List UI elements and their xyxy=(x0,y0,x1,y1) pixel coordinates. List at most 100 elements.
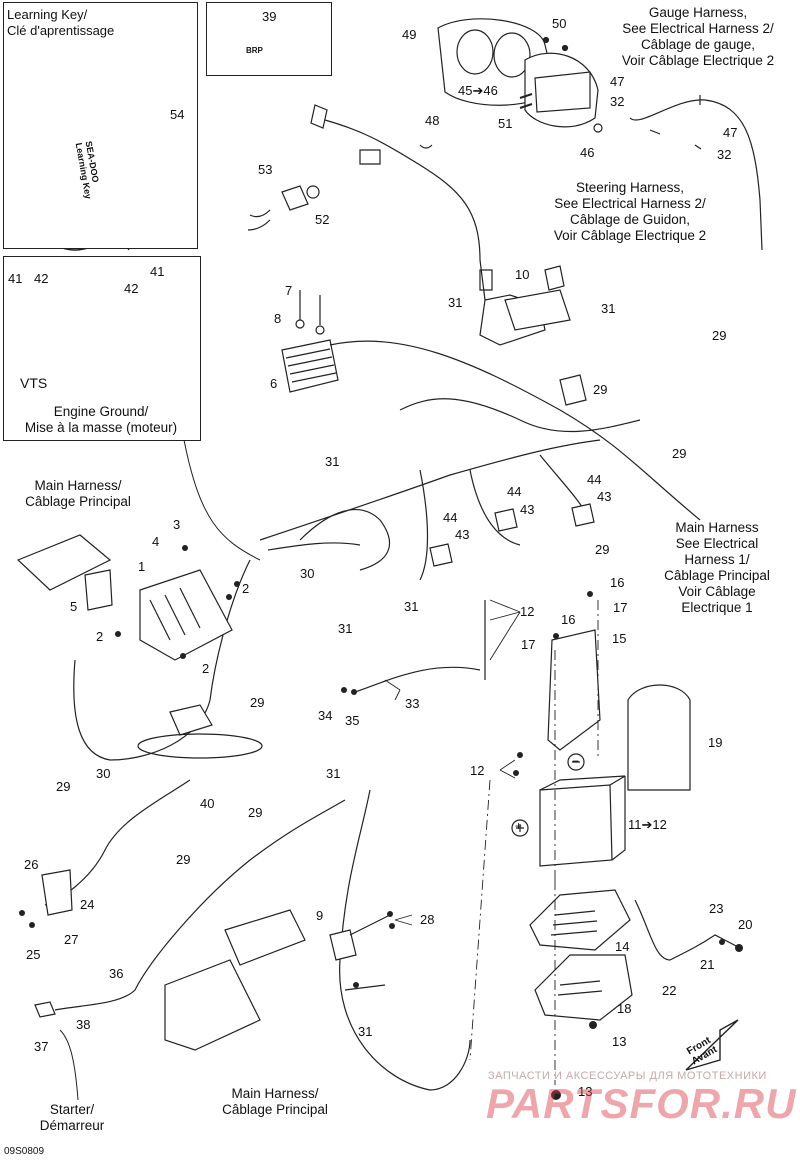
callout-2: 2 xyxy=(96,629,104,644)
callout-29: 29 xyxy=(672,446,687,461)
callout-23: 23 xyxy=(709,901,724,916)
callout-31: 31 xyxy=(448,295,463,310)
callout-39: 39 xyxy=(262,9,277,24)
callout-38: 38 xyxy=(76,1017,91,1032)
callout-20: 20 xyxy=(738,917,753,932)
watermark-logo: PARTSFOR.RU xyxy=(486,1080,797,1127)
callout-28: 28 xyxy=(420,912,435,927)
callout-29: 29 xyxy=(712,328,727,343)
grease-tube-label: BRP xyxy=(246,46,263,55)
learning-key-title: Learning Key/ Clé d'aprentissage xyxy=(7,7,114,39)
callout-29: 29 xyxy=(56,779,71,794)
gauge-harness-wire xyxy=(629,99,763,251)
main-harness-top-line2: Câblage Principal xyxy=(25,494,131,509)
callout-26: 26 xyxy=(24,857,39,872)
callout-29: 29 xyxy=(593,382,608,397)
callout-50: 50 xyxy=(552,16,567,31)
battery-base-illustration xyxy=(534,954,633,1021)
callout-35: 35 xyxy=(345,713,360,728)
callout-45: 45➔46 xyxy=(458,83,498,98)
steering-harness-line2: See Electrical Harness 2/ xyxy=(554,196,706,211)
callout-49: 49 xyxy=(402,27,417,42)
callout-29: 29 xyxy=(248,805,263,820)
main-harness-top-caption: Main Harness/ Câblage Principal xyxy=(8,478,148,510)
callout-11: 11➔12 xyxy=(628,817,667,832)
gauge-harness-line4: Voir Câblage Electrique 2 xyxy=(621,53,775,68)
callout-1: 1 xyxy=(138,559,146,574)
gauge-harness-line3: Câblage de gauge, xyxy=(640,37,756,52)
starter-line2: Démarreur xyxy=(39,1118,105,1133)
battery-cover-illustration xyxy=(627,684,691,791)
callout-42: 42 xyxy=(124,281,139,296)
callout-16: 16 xyxy=(561,612,576,627)
callout-46: 46 xyxy=(580,145,595,160)
callout-48: 48 xyxy=(425,113,440,128)
main-harness-right-line4: Câblage Principal xyxy=(664,568,770,583)
steering-harness-line3: Câblage de Guidon, xyxy=(569,212,691,227)
fuse-bracket-illustration xyxy=(16,534,233,661)
callout-10: 10 xyxy=(515,267,530,282)
callout-3: 3 xyxy=(173,517,181,532)
callout-24: 24 xyxy=(80,897,95,912)
callout-22: 22 xyxy=(662,983,677,998)
front-arrow xyxy=(685,1019,739,1071)
callout-34: 34 xyxy=(318,708,333,723)
callout-17: 17 xyxy=(613,600,628,615)
callout-44: 44 xyxy=(587,472,602,487)
callout-30: 30 xyxy=(96,766,111,781)
callout-16: 16 xyxy=(610,575,625,590)
main-harness-right-line3: Harness 1/ xyxy=(684,552,750,567)
callout-13: 13 xyxy=(578,1084,593,1099)
callout-43: 43 xyxy=(520,502,535,517)
callout-31: 31 xyxy=(601,301,616,316)
callout-32: 32 xyxy=(610,94,625,109)
callout-14: 14 xyxy=(615,939,630,954)
gauge-harness-line1: Gauge Harness, xyxy=(648,5,748,20)
relay-block-illustration xyxy=(479,265,587,406)
gauge-harness-line2: See Electrical Harness 2/ xyxy=(622,21,774,36)
main-harness-right-line1: Main Harness xyxy=(675,520,759,535)
battery-positive-mark: + xyxy=(515,819,523,833)
learning-key-title-line1: Learning Key/ xyxy=(7,7,88,22)
callout-41: 41 xyxy=(8,271,23,286)
engine-ground-caption: Engine Ground/ Mise à la masse (moteur) xyxy=(8,404,194,436)
callout-43: 43 xyxy=(597,489,612,504)
callout-19: 19 xyxy=(708,735,723,750)
callout-15: 15 xyxy=(612,631,627,646)
battery-negative-mark: − xyxy=(572,754,580,768)
main-harness-right-line2: See Electrical xyxy=(675,536,759,551)
steering-harness-line1: Steering Harness, xyxy=(575,180,685,195)
vts-label: VTS xyxy=(20,375,48,391)
callout-51: 51 xyxy=(498,116,513,131)
callout-8: 8 xyxy=(274,311,282,326)
callout-29: 29 xyxy=(250,695,265,710)
gauge-cluster-illustration xyxy=(437,18,603,133)
callout-47: 47 xyxy=(723,125,738,140)
callout-42: 42 xyxy=(34,271,49,286)
callout-13: 13 xyxy=(612,1034,627,1049)
callout-9: 9 xyxy=(316,908,324,923)
callout-31: 31 xyxy=(358,1024,373,1039)
callout-33: 33 xyxy=(405,696,420,711)
callout-43: 43 xyxy=(455,527,470,542)
main-harness-bottom-caption: Main Harness/ Câblage Principal xyxy=(200,1086,350,1118)
watermark-subtitle: ЗАПЧАСТИ И АКСЕССУАРЫ ДЛЯ МОТОТЕХНИКИ xyxy=(488,1070,767,1082)
callout-52: 52 xyxy=(315,212,330,227)
callout-31: 31 xyxy=(325,454,340,469)
callout-44: 44 xyxy=(507,484,522,499)
callout-53: 53 xyxy=(258,162,273,177)
callout-31: 31 xyxy=(338,621,353,636)
callout-30: 30 xyxy=(300,566,315,581)
callout-41: 41 xyxy=(150,264,165,279)
voltage-regulator-illustration xyxy=(281,290,339,393)
callout-29: 29 xyxy=(176,852,191,867)
starter-caption: Starter/ Démarreur xyxy=(22,1102,122,1134)
engine-ground-inset xyxy=(3,256,201,441)
main-harness-bottom-line1: Main Harness/ xyxy=(231,1086,319,1101)
gauge-harness-caption: Gauge Harness, See Electrical Harness 2/… xyxy=(598,5,798,69)
battery-bracket-illustration xyxy=(547,629,601,751)
callout-4: 4 xyxy=(152,534,160,549)
callout-18: 18 xyxy=(617,1001,632,1016)
callout-27: 27 xyxy=(64,932,79,947)
steering-harness-wire xyxy=(324,119,486,301)
